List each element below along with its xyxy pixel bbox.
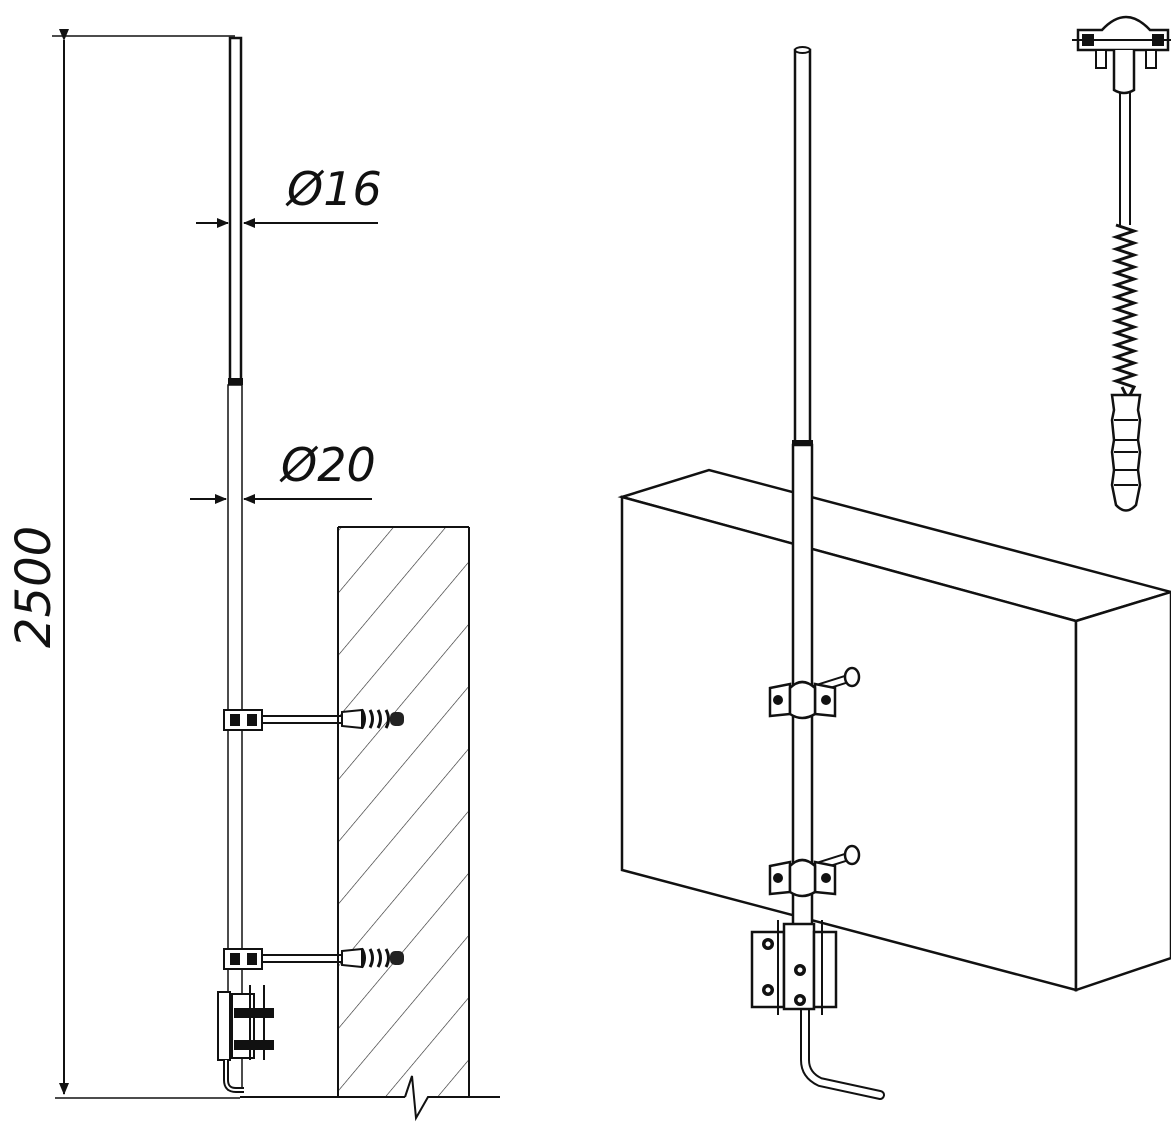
upper-diameter-dimension: Ø16 xyxy=(196,162,382,228)
height-dimension: 2500 xyxy=(6,29,240,1099)
lower-rod xyxy=(227,384,243,1091)
upper-diameter-label: Ø16 xyxy=(285,162,382,216)
iso-ground-clamp xyxy=(750,920,885,1100)
fastener-detail xyxy=(1072,15,1171,512)
wall-block xyxy=(617,468,1171,992)
lower-diameter-dimension: Ø20 xyxy=(190,438,376,504)
lower-diameter-label: Ø20 xyxy=(279,438,376,492)
upper-rod xyxy=(228,36,243,385)
upper-wall-bracket xyxy=(223,708,404,731)
iso-upper-bracket xyxy=(768,666,861,720)
ground-clamp-side xyxy=(217,985,274,1093)
height-dimension-label: 2500 xyxy=(6,526,62,648)
lower-wall-bracket xyxy=(223,947,404,970)
isometric-view xyxy=(617,15,1171,1100)
iso-mast xyxy=(791,46,814,972)
wall-section xyxy=(240,526,500,1122)
iso-lower-bracket xyxy=(768,844,861,898)
side-view: 2500 Ø16 Ø20 xyxy=(6,29,500,1122)
